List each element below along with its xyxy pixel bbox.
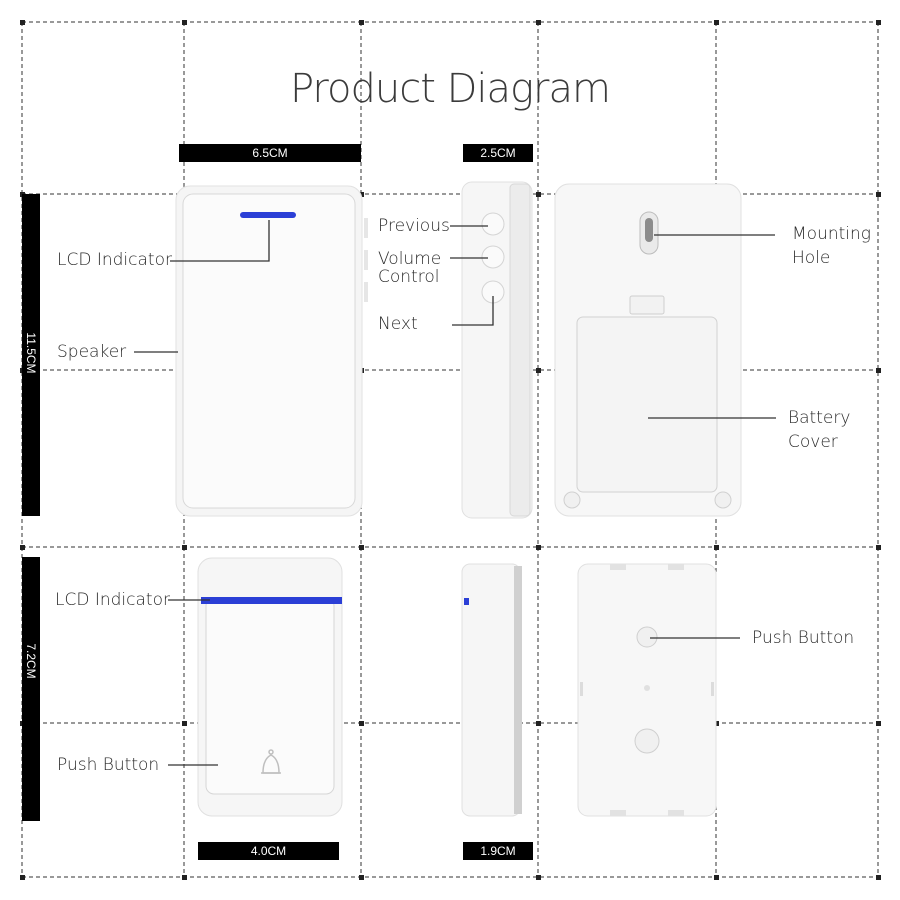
dim-receiver-height-text: 11.5CM [24,332,38,374]
page-title: Product Diagram [290,66,611,112]
label-lcd-indicator-transmitter: LCD Indicator [55,590,170,610]
label-battery-line1: Battery [788,408,851,428]
label-lcd-indicator-receiver: LCD Indicator [57,250,172,270]
label-previous: Previous [378,216,450,236]
dim-receiver-depth: 2.5CM [463,144,533,162]
dim-transmitter-depth: 1.9CM [463,842,533,860]
dim-receiver-width: 6.5CM [179,144,361,162]
label-volume-line1: Volume [378,249,442,269]
label-mounting-line1: Mounting [792,224,871,244]
label-mounting-line2: Hole [792,248,831,268]
dim-receiver-depth-text: 2.5CM [480,146,516,160]
label-speaker: Speaker [57,342,127,362]
label-push-button-front: Push Button [57,755,160,775]
dim-transmitter-width-text: 4.0CM [250,844,287,858]
dim-transmitter-width: 4.0CM [198,842,339,860]
dim-transmitter-depth-text: 1.9CM [480,844,516,858]
label-push-button-back: Push Button [752,628,855,648]
dim-transmitter-height [22,557,40,821]
dim-receiver-height [22,194,40,516]
label-next: Next [378,314,418,334]
dim-receiver-width-text: 6.5CM [252,146,288,160]
dim-transmitter-height-text: 7.2CM [24,643,38,679]
label-volume-line2: Control [378,267,440,287]
label-battery-line2: Cover [788,432,838,452]
